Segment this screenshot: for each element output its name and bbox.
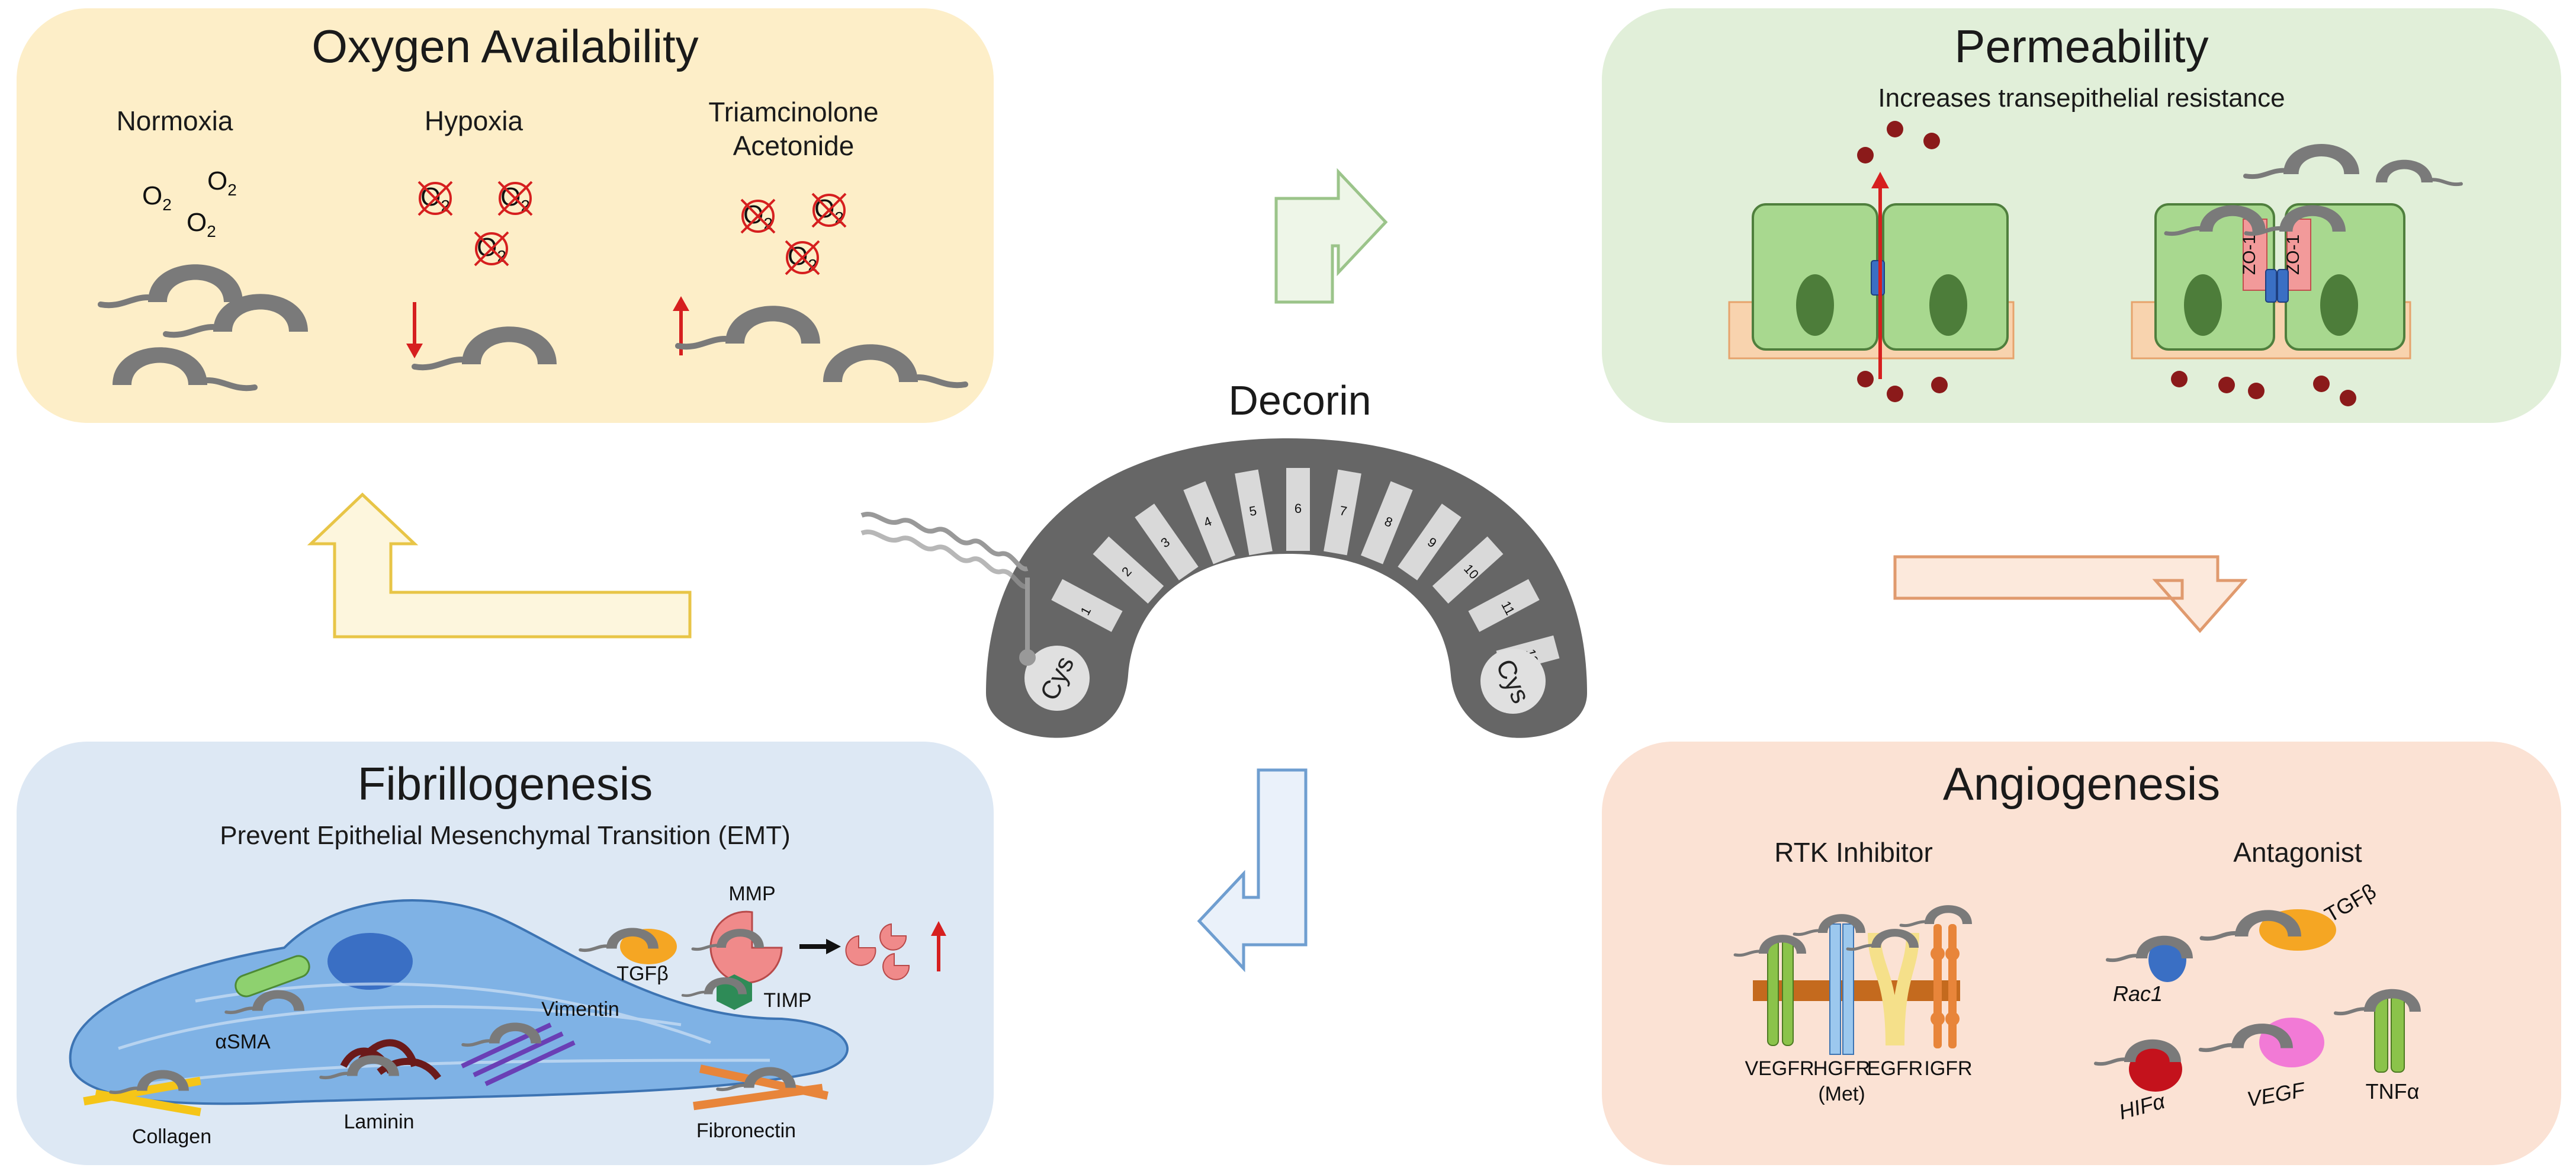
mesenchymal-cell [69, 899, 849, 1105]
vimentin-label: Vimentin [541, 998, 619, 1021]
svg-text:6: 6 [1295, 501, 1302, 516]
zo1-label-right: ZO-1 [2283, 235, 2303, 275]
antagonist-title: Antagonist [2233, 837, 2362, 868]
angiogenesis-panel: Angiogenesis RTK Inhibitor Antagonist [1602, 742, 2561, 1165]
laminin-label: Laminin [343, 1111, 414, 1133]
hgfr-label: HGFR [1813, 1057, 1870, 1080]
svg-text:7: 7 [1338, 503, 1348, 519]
fragments-up-arrow [931, 921, 946, 971]
oxygen-panel-title: Oxygen Availability [311, 20, 698, 72]
tnfa-label: TNFα [2366, 1079, 2420, 1104]
mmp-fragments [845, 923, 910, 980]
mmp-to-fragments-arrow [799, 939, 841, 954]
vegfr-label: VEGFR [1745, 1057, 1814, 1080]
arrow-to-permeability [1274, 168, 1388, 304]
igfr-receptor [1931, 924, 1960, 1048]
fibronectin-fibers [693, 1064, 829, 1111]
leaky-epithelium [1728, 121, 2015, 402]
zo1-label-left: ZO-1 [2240, 235, 2259, 275]
arrow-to-oxygen [307, 492, 692, 639]
hgfr-receptor [1829, 923, 1854, 1055]
collagen-fibers [83, 1076, 201, 1117]
hgfr-sub-label: (Met) [1818, 1083, 1865, 1105]
normoxia-o2-molecules: O2 O2 O2 [142, 166, 237, 240]
hypoxia-down-arrow [406, 302, 423, 358]
permeability-panel: Permeability Increases transepithelial r… [1602, 8, 2561, 423]
igfr-label: IGFR [1924, 1057, 1972, 1080]
permeability-panel-subtitle: Increases transepithelial resistance [1878, 84, 2285, 113]
cell-nucleus [327, 933, 413, 990]
fibrillogenesis-panel-title: Fibrillogenesis [358, 758, 653, 810]
rac1-label: Rac1 [2113, 981, 2163, 1006]
angiogenesis-panel-title: Angiogenesis [1943, 758, 2220, 810]
tight-epithelium: ZO-1 ZO-1 [2131, 144, 2461, 406]
decorin-title: Decorin [1228, 377, 1371, 424]
fibrillogenesis-panel: Fibrillogenesis Prevent Epithelial Mesen… [17, 742, 994, 1165]
normoxia-label: Normoxia [117, 105, 233, 136]
asma-label: αSMA [215, 1031, 271, 1053]
rtk-inhibitor-title: RTK Inhibitor [1774, 837, 1933, 868]
permeability-panel-title: Permeability [1954, 20, 2208, 72]
oxygen-availability-panel: Oxygen Availability Normoxia Hypoxia Tri… [17, 8, 994, 423]
hypoxia-label: Hypoxia [425, 105, 523, 136]
svg-text:5: 5 [1248, 503, 1257, 519]
collagen-label: Collagen [132, 1125, 211, 1148]
fibrillogenesis-panel-subtitle: Prevent Epithelial Mesenchymal Transitio… [220, 821, 790, 850]
triamcinolone-label-line1: Triamcinolone [708, 97, 878, 127]
mmp-label: MMP [728, 883, 775, 905]
arrow-to-angiogenesis [1893, 555, 2248, 633]
triamcinolone-label-line2: Acetonide [733, 130, 855, 161]
tgfb-label: TGFβ [616, 963, 669, 985]
fibronectin-label: Fibronectin [696, 1120, 796, 1142]
timp-label: TIMP [763, 989, 811, 1012]
decorin-core: Decorin 1 2 3 4 5 6 7 8 9 10 [860, 377, 1587, 738]
egfr-label: EGFR [1867, 1057, 1923, 1080]
gag-chain [860, 512, 1036, 666]
arrow-to-fibrillogenesis [1197, 768, 1308, 973]
vegfr-receptor [1767, 938, 1794, 1046]
leucine-rich-repeats [1051, 468, 1560, 674]
